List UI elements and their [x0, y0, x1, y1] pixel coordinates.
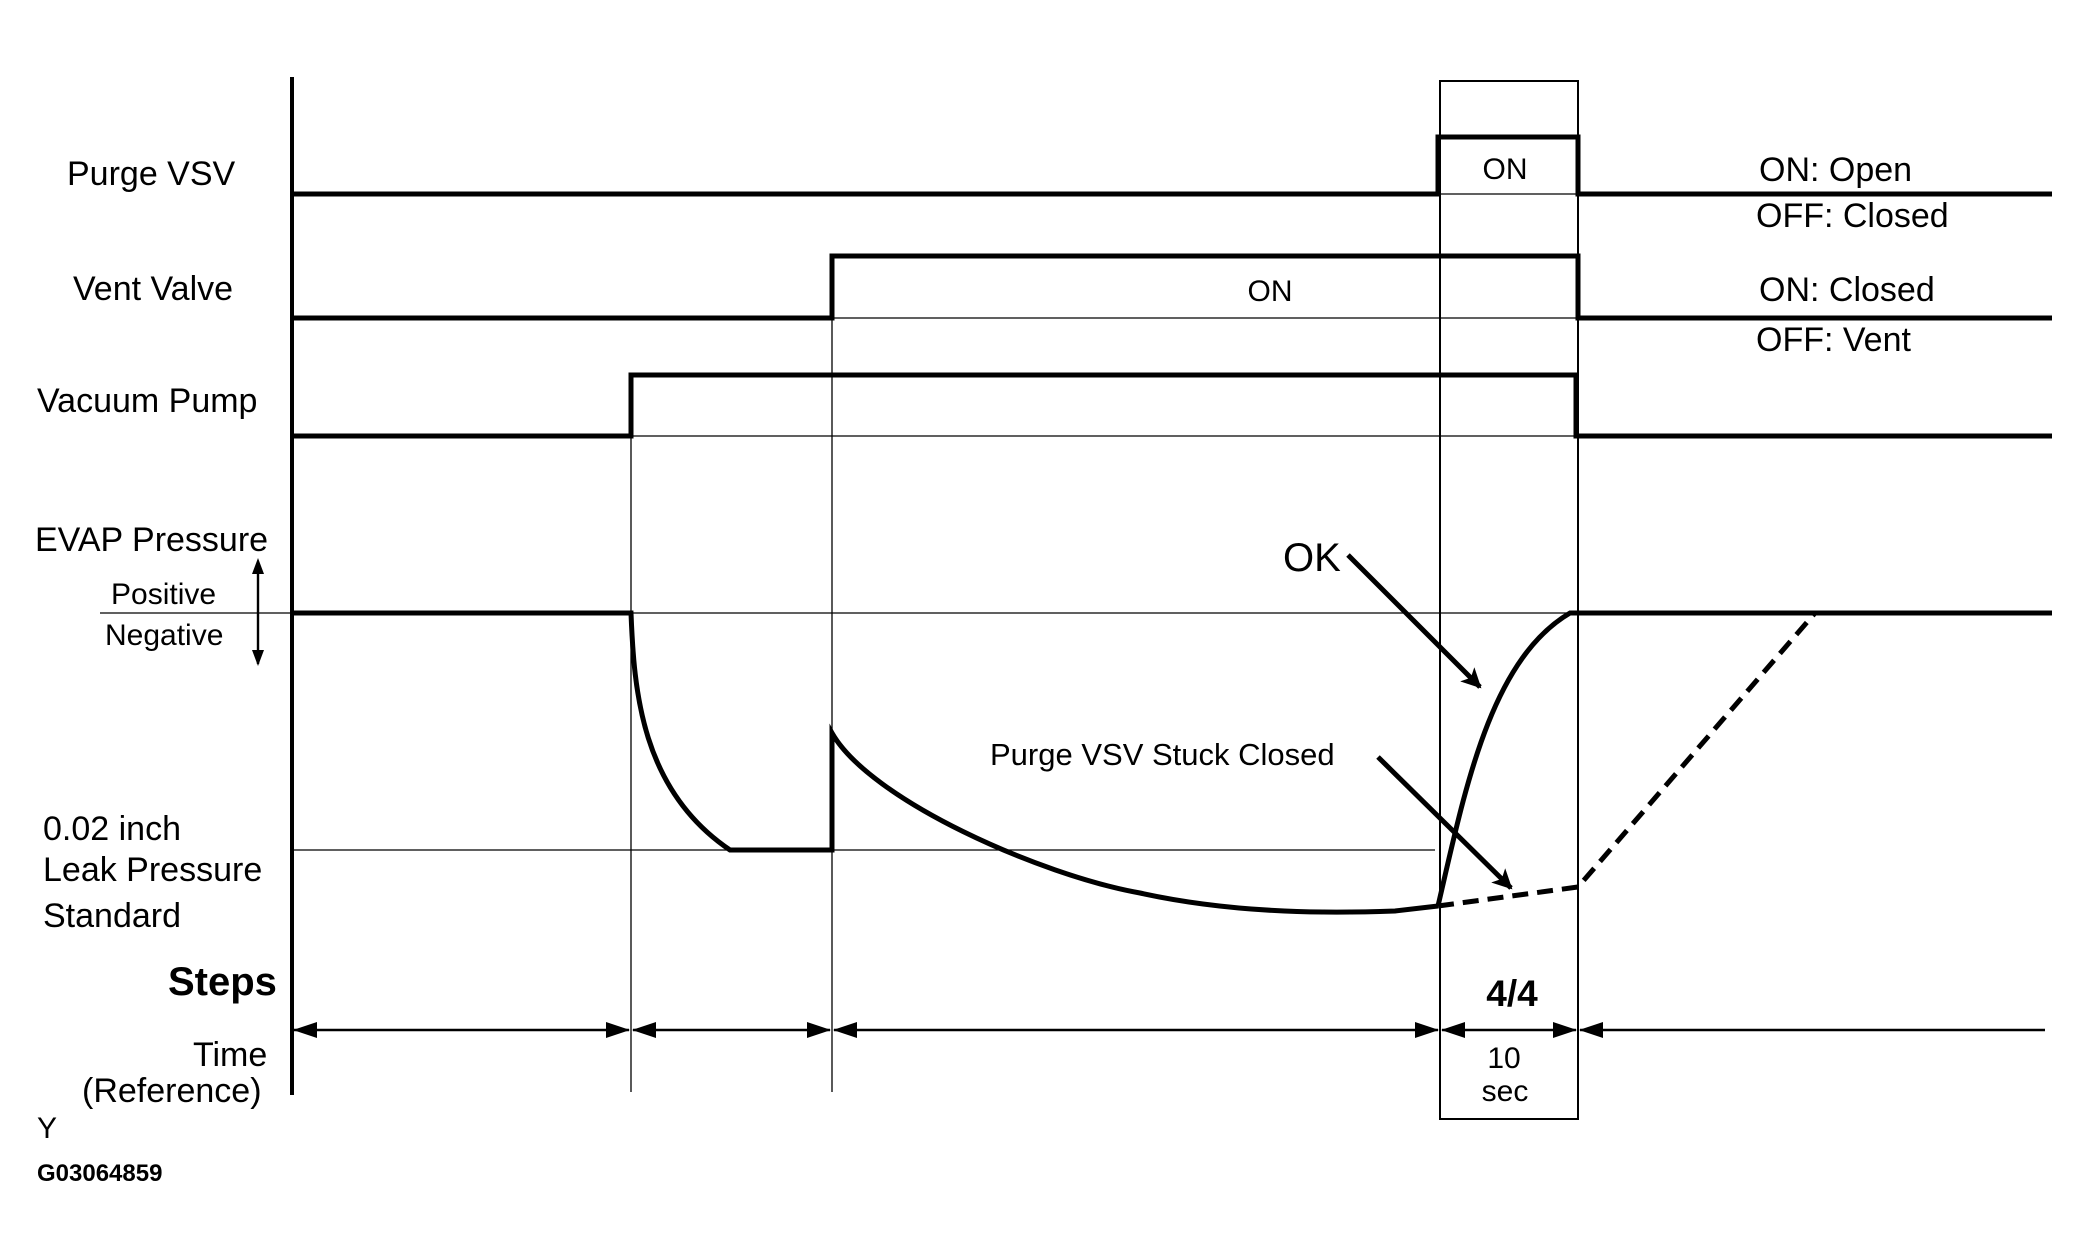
leak-standard-line1: 0.02 inch — [43, 810, 181, 848]
purge-vsv-on-label: ON — [1483, 153, 1528, 186]
ok-recovery-curve — [1435, 610, 2052, 907]
negative-label: Negative — [105, 619, 223, 652]
pressure-arrow-up-head — [252, 558, 264, 574]
purge-vsv-label: Purge VSV — [67, 155, 236, 193]
figure-id: G03064859 — [37, 1160, 162, 1187]
leak-standard-line2: Leak Pressure — [43, 851, 262, 889]
steps-label: Steps — [168, 960, 277, 1004]
ok-label: OK — [1283, 536, 1341, 580]
stuck-closed-curve — [1437, 611, 1817, 909]
duration-value: 10 — [1487, 1042, 1520, 1075]
time-reference-label: (Reference) — [82, 1072, 262, 1110]
purge-off-legend: OFF: Closed — [1756, 197, 1949, 235]
time-label: Time — [193, 1036, 267, 1074]
vent-valve-label: Vent Valve — [73, 270, 233, 308]
step-4-value: 4/4 — [1486, 973, 1538, 1014]
vent-valve-signal — [292, 253, 2052, 321]
step-4-box — [1439, 80, 1579, 1120]
positive-label: Positive — [111, 578, 216, 611]
corner-mark: Y — [37, 1112, 57, 1145]
stuck-closed-label: Purge VSV Stuck Closed — [990, 737, 1335, 772]
pressure-arrow-down-head — [252, 650, 264, 666]
vent-valve-on-label: ON — [1248, 275, 1293, 308]
stuck-closed-arrow — [1376, 755, 1513, 890]
vent-on-legend: ON: Closed — [1759, 271, 1935, 309]
vent-off-legend: OFF: Vent — [1756, 321, 1911, 359]
purge-on-legend: ON: Open — [1759, 151, 1912, 189]
ok-arrow — [1346, 553, 1482, 689]
vacuum-pump-signal — [292, 372, 2052, 439]
duration-unit: sec — [1482, 1075, 1529, 1108]
vacuum-pump-label: Vacuum Pump — [37, 382, 257, 420]
purge-vsv-signal — [292, 134, 2052, 197]
evap-pressure-curve — [292, 610, 1439, 915]
leak-standard-line3: Standard — [43, 897, 181, 935]
evap-pressure-label: EVAP Pressure — [35, 521, 268, 559]
